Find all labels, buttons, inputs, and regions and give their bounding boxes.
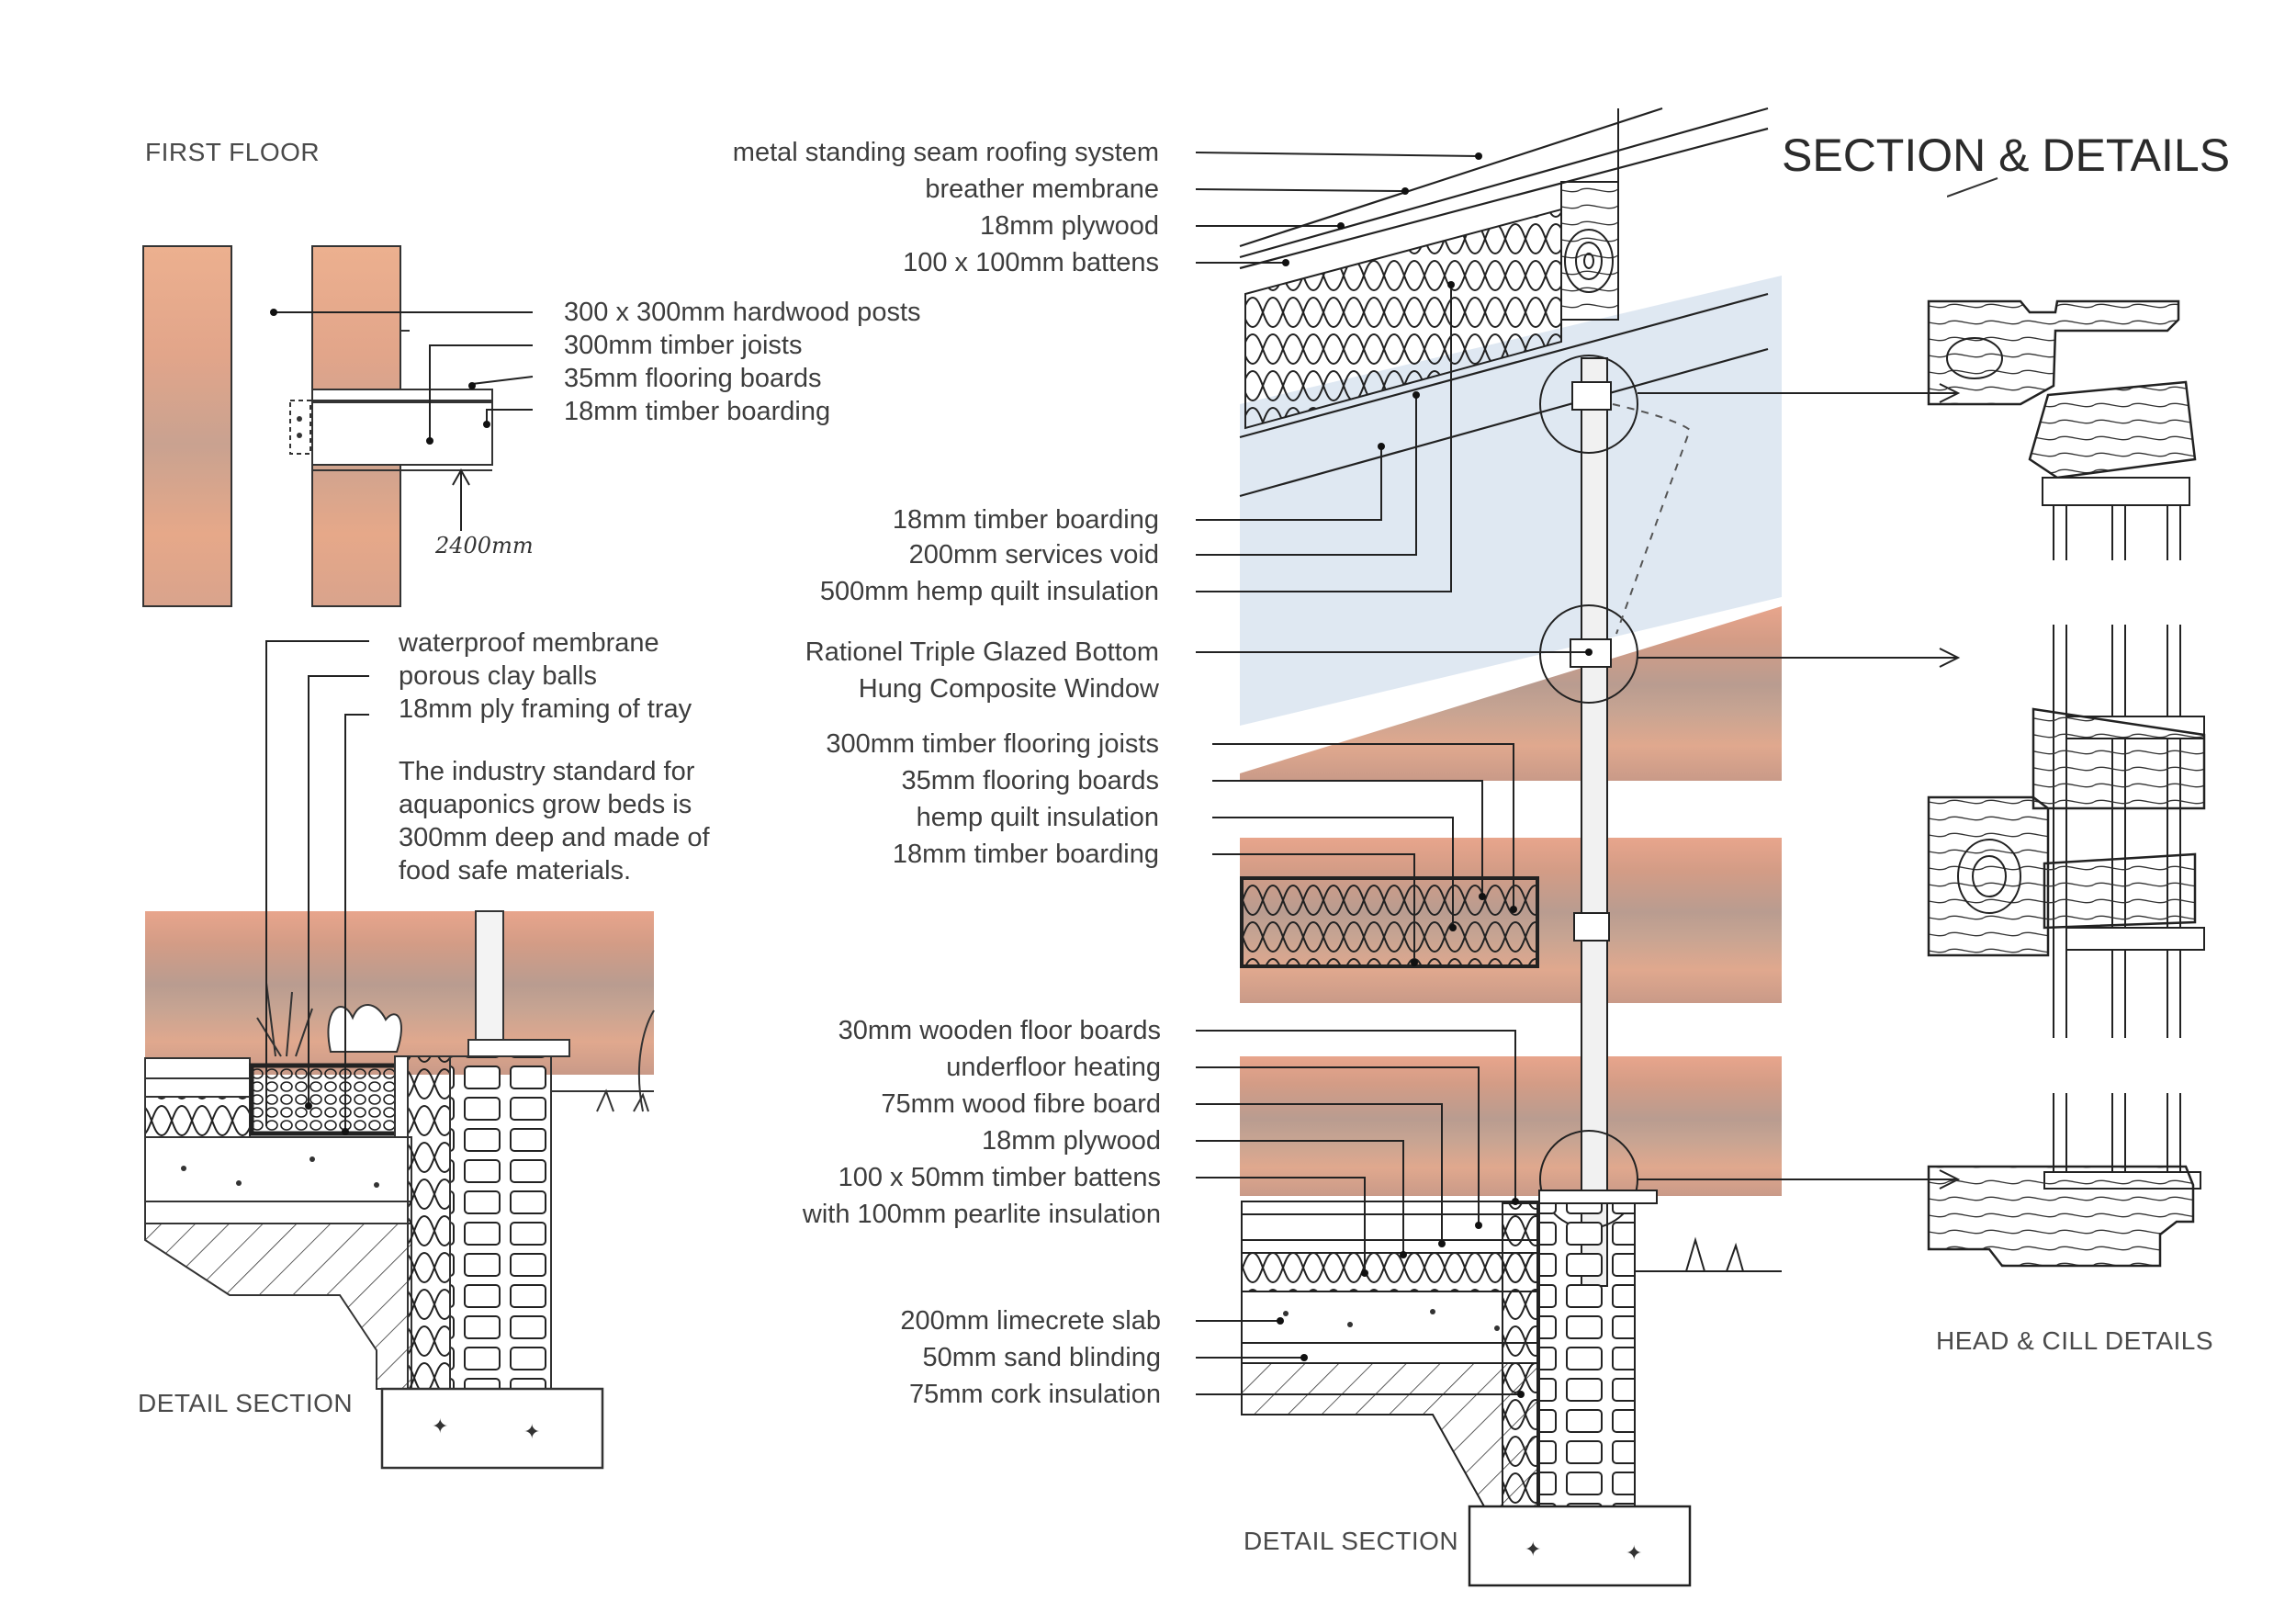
brick-wall-centre (1538, 1193, 1636, 1507)
label-flooring-boards: 35mm flooring boards (564, 364, 822, 393)
label-waterproof-membrane: waterproof membrane (399, 628, 659, 658)
note-line: The industry standard for (399, 757, 695, 786)
svg-text:✦: ✦ (432, 1415, 448, 1438)
label-timber-boarding: 18mm timber boarding (564, 397, 831, 426)
head-detail-callout (1539, 355, 1638, 454)
window-sill-centre (1538, 1190, 1658, 1204)
head-cill-caption: HEAD & CILL DETAILS (1936, 1326, 2214, 1355)
note-line: aquaponics grow beds is (399, 790, 692, 819)
roof-batten (1560, 181, 1619, 321)
lower-wall-timber (1240, 1056, 1782, 1196)
note-line: food safe materials. (399, 856, 632, 885)
label-ground-plywood: 18mm plywood (981, 1126, 1161, 1156)
first-floor-detail (142, 245, 534, 607)
cill-detail (1927, 1093, 2201, 1268)
label-cork-insulation: 75mm cork insulation (909, 1380, 1161, 1409)
wall-timber-band (145, 911, 654, 1075)
head-cill-details (1927, 299, 2206, 1268)
floor-pearlite-insulation (1241, 1252, 1538, 1292)
label-roof-battens: 100 x 100mm battens (903, 248, 1159, 277)
mid-detail-callout (1539, 604, 1638, 704)
joist-hanger (289, 400, 311, 455)
label-floor-joists: 300mm timber flooring joists (826, 729, 1159, 759)
label-timber-joists: 300mm timber joists (564, 331, 803, 360)
svg-text:✦: ✦ (1525, 1538, 1541, 1561)
hardwood-post-left (142, 245, 232, 607)
svg-text:✦: ✦ (523, 1420, 540, 1443)
label-roofing-system: metal standing seam roofing system (732, 138, 1159, 167)
label-sand-blinding: 50mm sand blinding (922, 1343, 1161, 1372)
flooring-boards (311, 389, 493, 401)
label-wood-fibre-board: 75mm wood fibre board (881, 1089, 1161, 1119)
wall-insulation-centre (1502, 1202, 1540, 1507)
left-detail-caption: DETAIL SECTION (138, 1389, 354, 1417)
label-window-1: Rationel Triple Glazed Bottom (805, 637, 1159, 667)
concrete-slab-left (144, 1136, 412, 1202)
grow-bed-note: The industry standard for aquaponics gro… (399, 755, 784, 887)
dimension-2400: 2400mm (435, 533, 534, 558)
note-line: 300mm deep and made of (399, 823, 710, 852)
head-detail (1927, 299, 2197, 560)
footing-left (380, 1387, 604, 1470)
title-underline-stroke (1947, 177, 1998, 197)
floor-joist-box (1240, 876, 1539, 968)
grow-bed-insulation (144, 1096, 251, 1138)
main-section: ✦✦ (1195, 107, 1961, 1587)
footing-centre (1468, 1505, 1692, 1587)
label-services-void: 200mm services void (908, 540, 1159, 570)
label-breather-membrane: breather membrane (925, 175, 1159, 204)
label-limecrete-slab: 200mm limecrete slab (900, 1306, 1161, 1336)
window-sill-left (467, 1039, 570, 1057)
label-floor-boarding: 18mm timber boarding (892, 840, 1159, 869)
limecrete-slab (1241, 1291, 1538, 1344)
label-floor-boards-upper: 35mm flooring boards (901, 766, 1159, 795)
meeting-rail-detail (1927, 625, 2206, 1038)
label-hardwood-posts: 300 x 300mm hardwood posts (564, 298, 921, 327)
roof-hemp-insulation (1244, 208, 1562, 430)
label-window-2: Hung Composite Window (858, 674, 1159, 704)
upper-wall-timber (1240, 606, 1782, 781)
svg-text:✦: ✦ (1626, 1541, 1642, 1564)
first-floor-caption: FIRST FLOOR (145, 138, 321, 166)
label-ceiling-boarding: 18mm timber boarding (892, 505, 1159, 535)
label-roof-plywood: 18mm plywood (979, 211, 1159, 241)
label-wooden-floor-boards: 30mm wooden floor boards (838, 1016, 1161, 1045)
clay-balls-tray (249, 1063, 403, 1136)
label-timber-battens: 100 x 50mm timber battens (838, 1163, 1161, 1192)
window-mullion (1581, 357, 1608, 1287)
label-pearlite-insulation: with 100mm pearlite insulation (802, 1200, 1161, 1229)
label-hemp-quilt: 500mm hemp quilt insulation (819, 577, 1159, 606)
label-floor-hemp: hemp quilt insulation (916, 803, 1159, 832)
wall-insulation-left (407, 1055, 451, 1390)
label-ply-framing: 18mm ply framing of tray (399, 694, 692, 724)
timber-joist (311, 401, 493, 466)
sheet-title: SECTION & DETAILS (1782, 130, 2231, 181)
label-clay-balls: porous clay balls (399, 661, 597, 691)
window-frame-left (475, 910, 504, 1041)
label-underfloor-heating: underfloor heating (946, 1053, 1161, 1082)
centre-detail-caption: DETAIL SECTION (1244, 1527, 1459, 1555)
grow-bed-detail: ✦✦ (144, 640, 655, 1470)
brick-wall-left (449, 1055, 552, 1390)
